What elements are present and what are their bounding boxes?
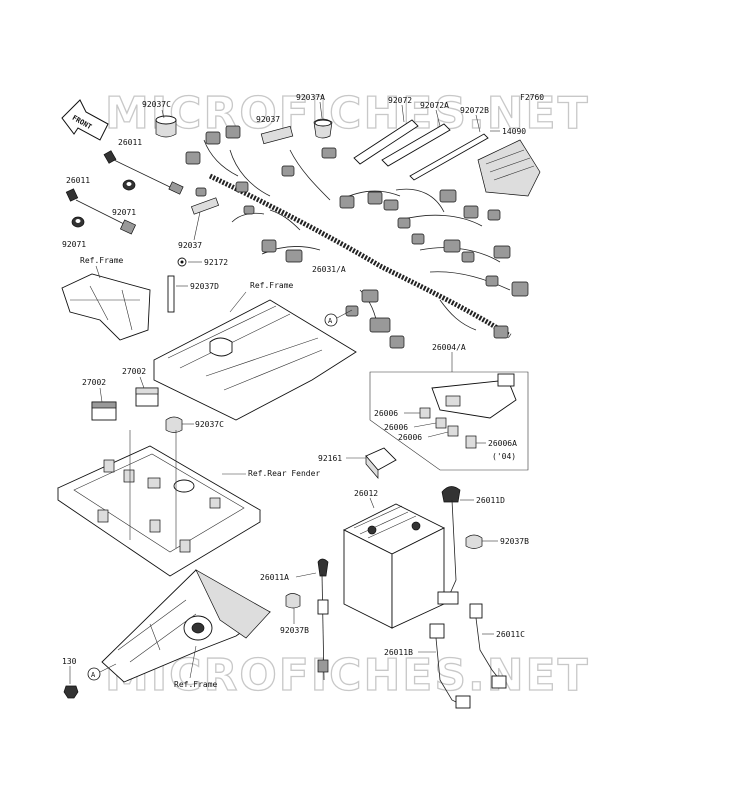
grommet-92037B-right <box>465 534 483 549</box>
main-harness-26031A <box>185 125 529 349</box>
callout-26006-c: 26006 <box>398 433 422 442</box>
battery-26012 <box>342 503 446 629</box>
callout-92037B-left: 92037B <box>280 626 309 635</box>
callout-26011-upper: 26011 <box>118 138 142 147</box>
strap-92037D <box>167 275 175 313</box>
holder-92161 <box>365 447 397 479</box>
callout-92172: 92172 <box>204 258 228 267</box>
callout-26011-lower: 26011 <box>66 176 90 185</box>
watermark-bottom: MICROFICHES.NET <box>105 650 590 701</box>
relay-27002-left <box>91 401 117 421</box>
callout-27002-left: 27002 <box>82 378 106 387</box>
clamp-92071-lower <box>71 216 85 228</box>
svg-text:A: A <box>328 317 333 325</box>
connector-marker-A-upper: A <box>324 309 353 327</box>
cable-26011C <box>469 603 507 689</box>
callout-26004A: 26004/A <box>432 343 466 352</box>
callout-92071-upper: 92071 <box>112 208 136 217</box>
wire-lead-26011-upper <box>103 150 184 195</box>
bolt-92172 <box>177 257 187 267</box>
bolt-130 <box>63 685 79 699</box>
callout-92037C-lower: 92037C <box>195 420 224 429</box>
callout-92037-lower: 92037 <box>178 241 202 250</box>
callout-14090: 14090 <box>502 127 526 136</box>
frame-rear-section <box>101 569 271 683</box>
cable-26011A <box>317 558 329 681</box>
relay-27002-right <box>135 387 159 407</box>
callout-26011C: 26011C <box>496 630 525 639</box>
callout-26006A-note: ('04) <box>492 452 516 461</box>
callout-26012: 26012 <box>354 489 378 498</box>
callout-27002-right: 27002 <box>122 367 146 376</box>
callout-92037C-top: 92037C <box>142 100 171 109</box>
callout-92037-top: 92037 <box>256 115 280 124</box>
watermark-top: MICROFICHES.NET <box>105 88 590 139</box>
callout-92037B-right: 92037B <box>500 537 529 546</box>
tie-band-92072A <box>381 123 451 167</box>
grommet-92037C-lower <box>165 416 183 433</box>
callout-92037A: 92037A <box>296 93 325 102</box>
connector-marker-A-lower: A <box>87 663 117 681</box>
callout-92072B: 92072B <box>460 106 489 115</box>
callout-130: 130 <box>62 657 77 666</box>
callout-26011B: 26011B <box>384 648 413 657</box>
rear-fender-tray <box>57 430 261 577</box>
callout-26011D: 26011D <box>476 496 505 505</box>
callout-92037D: 92037D <box>190 282 219 291</box>
relay-box-26004A <box>369 352 529 471</box>
callout-26006A: 26006A <box>488 439 517 448</box>
ref-frame-bottom: Ref.Frame <box>174 680 218 689</box>
ref-frame-left: Ref.Frame <box>80 256 124 265</box>
svg-text:A: A <box>91 671 96 679</box>
wire-lead-26011-lower <box>65 188 137 235</box>
band-92037-top <box>260 125 294 145</box>
callout-92072: 92072 <box>388 96 412 105</box>
tie-band-92072B <box>409 133 489 181</box>
callout-92072A: 92072A <box>420 101 449 110</box>
grommet-92037C <box>155 115 177 138</box>
callout-26031A: 26031/A <box>312 265 346 274</box>
grommet-92037A <box>313 118 333 139</box>
cover-14090 <box>477 139 541 197</box>
front-arrow-icon: FRONT <box>61 99 109 141</box>
figure-code: F2760 <box>520 93 544 102</box>
callout-92161: 92161 <box>318 454 342 463</box>
ref-frame-mid: Ref.Frame <box>250 281 294 290</box>
frame-bracket-left <box>61 265 151 341</box>
callout-26006-a: 26006 <box>374 409 398 418</box>
cable-26011B <box>429 623 471 709</box>
grommet-92037B-left <box>285 593 301 609</box>
clamp-92071-upper <box>122 179 136 191</box>
band-92037-left <box>190 197 220 215</box>
frame-center-section <box>153 291 357 421</box>
callout-26006-b: 26006 <box>384 423 408 432</box>
tie-band-92072 <box>353 119 419 165</box>
callout-26011A: 26011A <box>260 573 289 582</box>
callout-92071-lower: 92071 <box>62 240 86 249</box>
ref-rear-fender: Ref.Rear Fender <box>248 469 320 478</box>
cable-26011D <box>437 486 461 605</box>
